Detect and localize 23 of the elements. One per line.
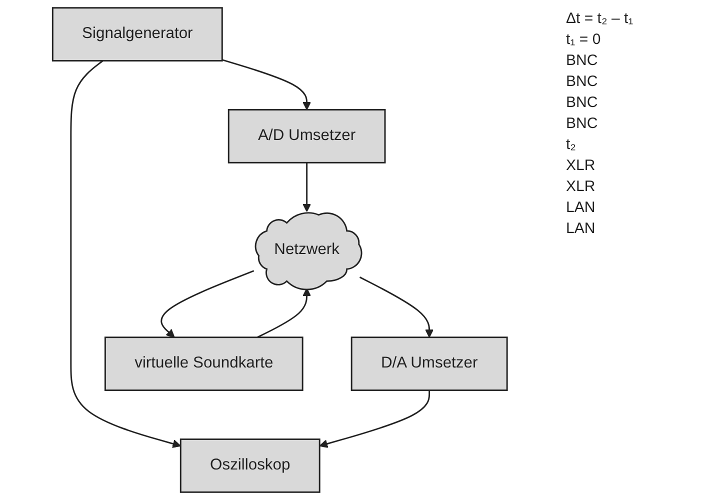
arrow: [70, 60, 182, 448]
arrow: [160, 270, 254, 338]
arrow: [319, 390, 430, 448]
connector-label: BNC: [566, 52, 599, 69]
node-box: virtuelle Soundkarte: [104, 336, 304, 391]
node-box: A/D Umsetzer: [228, 109, 386, 164]
arrow: [360, 276, 434, 338]
connector-label: BNC: [566, 115, 599, 132]
connector-label: t₂: [566, 136, 577, 153]
node-box: D/A Umsetzer: [350, 336, 508, 391]
connector-label: Δt = t₂ – t₁: [566, 10, 634, 27]
connector-label: BNC: [566, 73, 599, 90]
connector-label: LAN: [566, 199, 596, 216]
arrow: [257, 288, 312, 338]
connector-label: BNC: [566, 94, 599, 111]
connector-label: t₁ = 0: [566, 31, 602, 48]
connector-label: XLR: [566, 178, 596, 195]
connector-label: LAN: [566, 220, 596, 237]
node-box: Oszilloskop: [180, 438, 320, 493]
arrow: [302, 162, 312, 212]
node-box: Signalgenerator: [52, 7, 224, 62]
connector-label: XLR: [566, 157, 596, 174]
arrow: [222, 59, 312, 110]
